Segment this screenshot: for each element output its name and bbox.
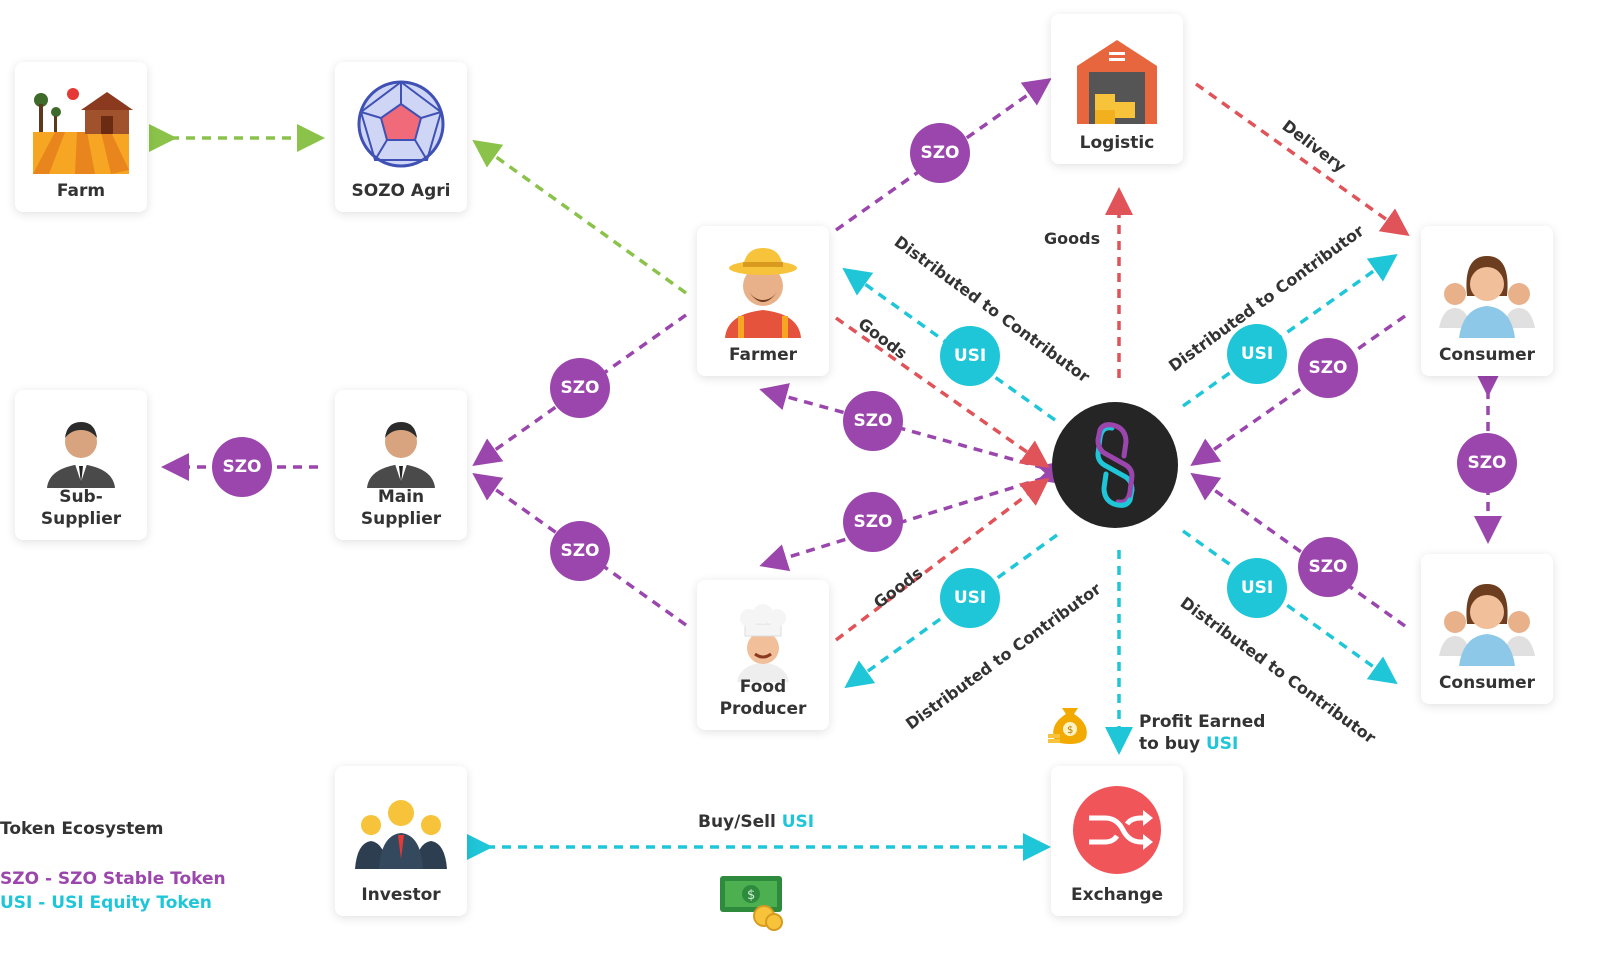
hub-to-farmer-szo — [759, 383, 1068, 488]
usi-badge: USI — [940, 326, 1000, 386]
exchange-card: Exchange — [1051, 766, 1183, 916]
farmer-icon — [725, 248, 801, 338]
food-producer-label: Food Producer — [701, 676, 825, 720]
szo-badge: SZO — [550, 521, 610, 581]
logistic-card: Logistic — [1051, 14, 1183, 164]
profit-line2-prefix: to buy — [1139, 734, 1206, 754]
farm-card: Farm — [15, 62, 147, 212]
warehouse-icon — [1077, 40, 1157, 124]
main-supplier-card: Main Supplier — [335, 390, 467, 540]
profit-earned-label: Profit Earned to buy USI — [1139, 711, 1265, 755]
buy-sell-label: Buy/Sell USI — [698, 812, 814, 832]
sozo-hub — [1052, 402, 1178, 528]
investor-card: Investor — [335, 766, 467, 916]
food-producer-card: Food Producer — [697, 580, 829, 730]
main-supplier-label: Main Supplier — [339, 486, 463, 530]
logistic-consumer-delivery — [1194, 82, 1410, 237]
consumers-icon — [1439, 256, 1535, 338]
person-icon — [47, 422, 115, 488]
svg-text:$: $ — [1067, 725, 1073, 736]
producer-to-main-szo — [472, 472, 688, 627]
hub-consumer-usi-bottom — [1181, 529, 1398, 685]
legend-usi: USI - USI Equity Token — [0, 893, 212, 913]
sozo-agri-card: SOZO Agri — [335, 62, 467, 212]
farm-label: Farm — [56, 181, 106, 201]
usi-badge: USI — [940, 568, 1000, 628]
farmer-agri-link — [472, 139, 688, 295]
exchange-label: Exchange — [1070, 885, 1164, 905]
consumer-top-card: Consumer — [1421, 226, 1553, 376]
consumer-bottom-card: Consumer — [1421, 554, 1553, 704]
producer-hub-goods — [834, 477, 1050, 642]
legend-szo: SZO - SZO Stable Token — [0, 869, 226, 889]
logistic-label: Logistic — [1079, 133, 1155, 153]
food-producer-line2: Producer — [719, 699, 807, 719]
usi-badge: USI — [1227, 558, 1287, 618]
sozo-agri-icon — [357, 80, 445, 168]
sub-supplier-line1: Sub- — [59, 487, 103, 507]
sozo-logo-icon — [1095, 422, 1135, 508]
person-icon — [367, 422, 435, 488]
szo-badge: SZO — [1298, 537, 1358, 597]
sozo-agri-label: SOZO Agri — [351, 181, 451, 201]
szo-badge: SZO — [910, 123, 970, 183]
farmer-card: Farmer — [697, 226, 829, 376]
hub-producer-usi — [844, 533, 1059, 689]
consumer-top-label: Consumer — [1438, 345, 1536, 365]
buy-sell-prefix: Buy/Sell — [698, 812, 782, 832]
sub-supplier-label: Sub- Supplier — [19, 486, 143, 530]
profit-line1: Profit Earned — [1139, 712, 1266, 732]
szo-badge: SZO — [843, 391, 903, 451]
investor-label: Investor — [361, 885, 441, 905]
investors-icon — [355, 800, 447, 869]
consumer-to-hub-szo-top — [1190, 314, 1407, 467]
hub-to-producer-szo — [759, 458, 1069, 572]
consumers-icon — [1439, 584, 1535, 666]
farm-icon — [33, 88, 133, 174]
sub-supplier-card: Sub- Supplier — [15, 390, 147, 540]
szo-badge: SZO — [212, 437, 272, 497]
profit-line2-token: USI — [1206, 734, 1239, 754]
szo-badge: SZO — [843, 492, 903, 552]
farmer-to-main-szo — [472, 313, 688, 467]
consumer-bottom-label: Consumer — [1438, 673, 1536, 693]
szo-badge: SZO — [550, 358, 610, 418]
main-supplier-line2: Supplier — [360, 509, 442, 529]
szo-badge: SZO — [1457, 433, 1517, 493]
hub-consumer-usi-top — [1181, 253, 1398, 408]
food-producer-line1: Food — [739, 677, 787, 697]
farmer-hub-goods — [834, 316, 1050, 469]
cash-icon: $ — [720, 876, 783, 931]
legend-title: Token Ecosystem — [0, 819, 164, 839]
sub-supplier-line2: Supplier — [40, 509, 122, 529]
usi-badge: USI — [1227, 324, 1287, 384]
profit-line2: to buy USI — [1139, 733, 1265, 755]
farmer-label: Farmer — [728, 345, 798, 365]
buy-sell-token: USI — [781, 812, 815, 832]
exchange-icon — [1073, 786, 1161, 874]
szo-badge: SZO — [1298, 338, 1358, 398]
hub-farmer-usi — [842, 267, 1057, 422]
money-bag-icon: $ — [1048, 708, 1087, 744]
consumer-to-hub-szo-bottom — [1190, 472, 1407, 628]
chef-icon — [737, 604, 789, 682]
svg-text:$: $ — [747, 888, 755, 903]
main-supplier-line1: Main — [377, 487, 425, 507]
goods-label-logistic: Goods — [1044, 229, 1101, 248]
